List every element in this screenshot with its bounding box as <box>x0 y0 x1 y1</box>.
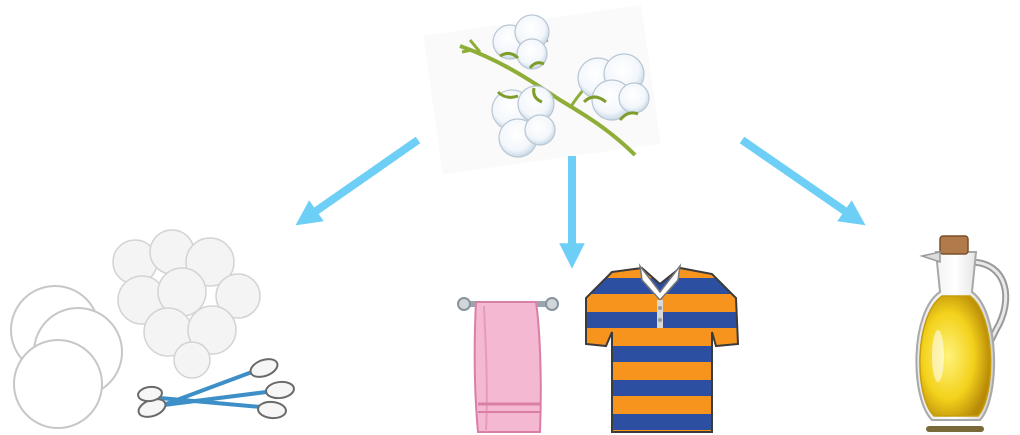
cotton-swabs-image <box>136 356 295 421</box>
cotton-balls-image <box>113 230 260 378</box>
arrow-right <box>742 140 855 218</box>
arrow-left <box>306 140 418 218</box>
cotton-textiles-group <box>458 260 750 435</box>
cotton-plant-image <box>423 5 660 174</box>
cotton-care-products-group <box>11 230 295 428</box>
cottonseed-oil-group <box>916 236 1005 432</box>
towel-image <box>458 298 558 432</box>
cotton-pads-image <box>11 286 122 428</box>
oil-jug-image <box>916 236 1005 432</box>
striped-polo-shirt-image <box>580 260 750 435</box>
